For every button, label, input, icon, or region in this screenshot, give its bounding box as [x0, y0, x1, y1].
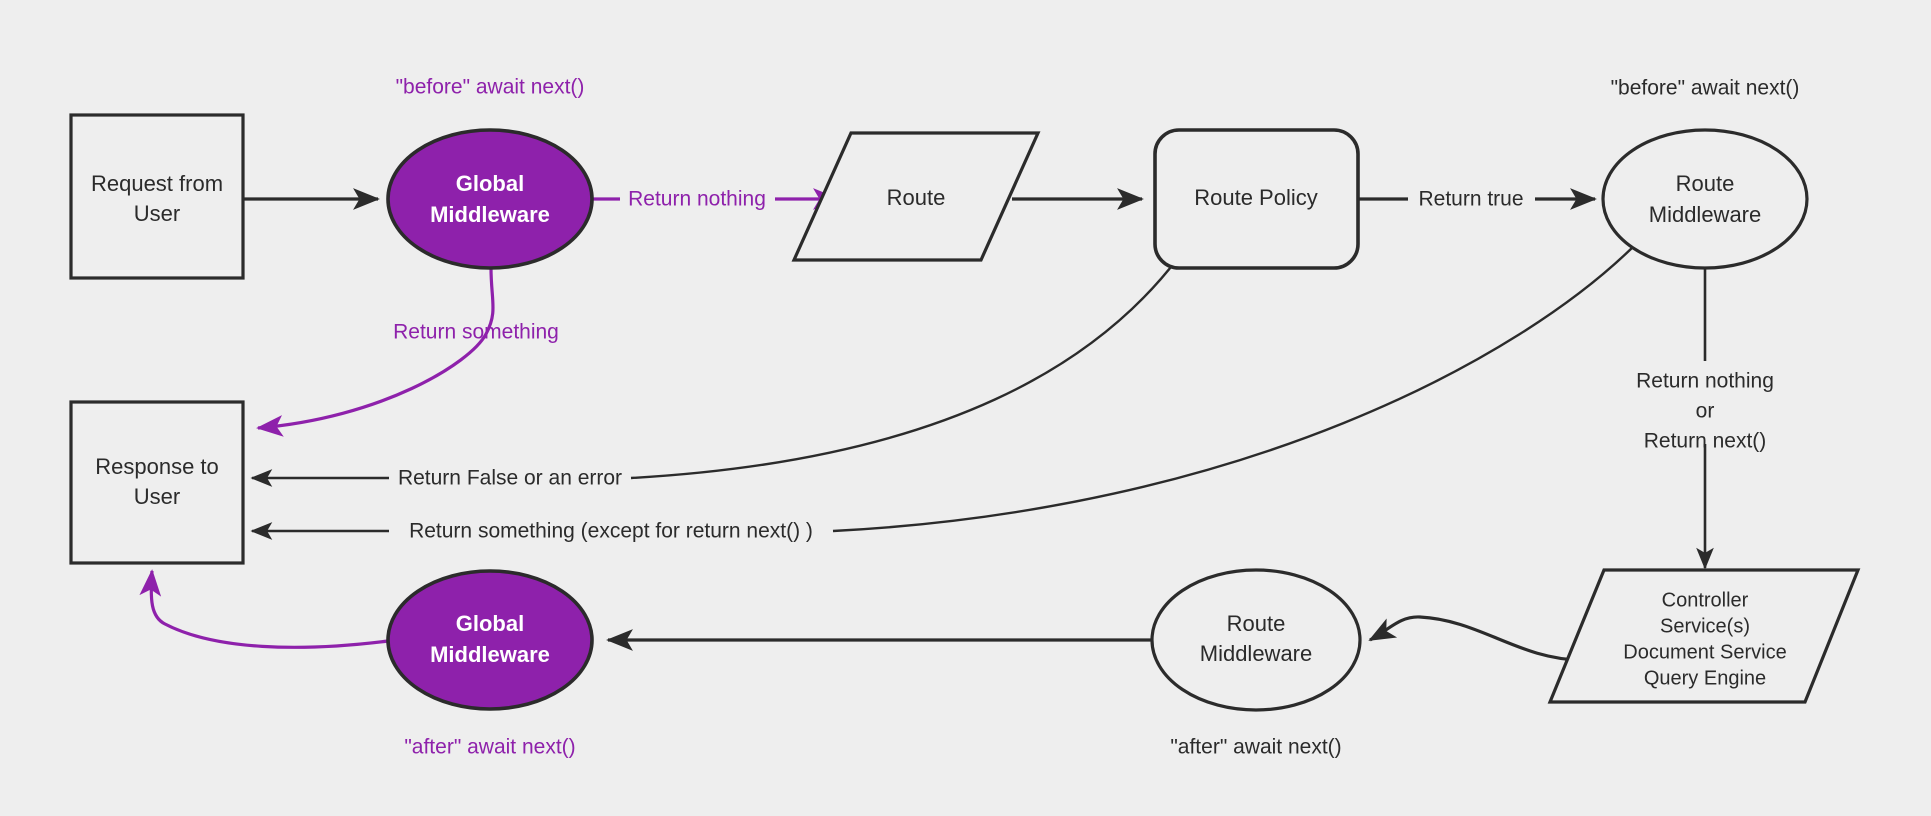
edge-controller-to-route-middleware-after — [1368, 615, 1583, 662]
node-label-line2: Middleware — [430, 202, 550, 227]
edge-label-return-something: Return something — [393, 321, 559, 344]
edge-path — [139, 569, 389, 649]
annotation-after-await-next-global: "after" await next() — [404, 736, 575, 759]
annotation-after-await-next-route: "after" await next() — [1170, 736, 1341, 759]
node-label-line1: Request from — [91, 171, 223, 196]
node-label-line2: Middleware — [1649, 202, 1762, 227]
node-label-line2: Middleware — [1200, 641, 1313, 666]
node-response-to-user[interactable]: Response to User — [69, 400, 245, 565]
node-label-line2: User — [134, 484, 180, 509]
node-label-line1: Route — [887, 185, 946, 210]
edge-path — [630, 257, 1179, 480]
node-shape-ellipse[interactable] — [386, 128, 594, 270]
node-global-middleware-after[interactable]: Global Middleware — [386, 569, 594, 711]
node-label-line1: Route — [1227, 611, 1286, 636]
node-route-policy[interactable]: Route Policy — [1153, 128, 1360, 270]
annotation-before-await-next-route: "before" await next() — [1611, 77, 1800, 100]
node-label-line3: Document Service — [1623, 641, 1786, 663]
node-label-line1: Global — [456, 171, 524, 196]
node-shape-rounded-rectangle[interactable] — [1153, 128, 1360, 270]
node-shape-ellipse[interactable] — [386, 569, 594, 711]
edge-label-return-false-or-error: Return False or an error — [398, 467, 622, 490]
node-label-line1: Route Policy — [1194, 185, 1318, 210]
edge-global-middleware-return-something: Return something — [256, 267, 559, 437]
node-label-line2: Middleware — [430, 642, 550, 667]
edge-route-middleware-return-nothing-or-next: Return nothing or Return next() — [1636, 268, 1774, 570]
edge-route-policy-return-false-or-error: Return False or an error — [250, 257, 1179, 490]
edge-route-policy-return-true: Return true — [1357, 188, 1597, 211]
node-label-line1: Route — [1676, 171, 1735, 196]
node-route-middleware-after[interactable]: Route Middleware — [1150, 568, 1362, 712]
node-shape-rectangle[interactable] — [69, 113, 245, 280]
node-route[interactable]: Route — [791, 131, 1931, 262]
node-label-line1: Controller — [1662, 589, 1749, 611]
edge-label-return-something-except-next: Return something (except for return next… — [409, 520, 813, 543]
node-shape-parallelogram[interactable] — [1547, 568, 1861, 704]
edge-label-return-true: Return true — [1418, 188, 1523, 211]
node-label-line4: Query Engine — [1644, 667, 1766, 689]
edge-route-middleware-return-something-except-next: Return something (except for return next… — [250, 242, 1638, 543]
node-label-line1: Global — [456, 611, 524, 636]
edge-label-or: or — [1696, 400, 1715, 423]
edge-path — [256, 267, 495, 437]
node-global-middleware-before[interactable]: Global Middleware — [386, 128, 594, 270]
edge-label-return-nothing: Return nothing — [1636, 370, 1774, 393]
edge-label-return-next: Return next() — [1644, 430, 1767, 453]
edge-path — [832, 242, 1638, 533]
node-label-line1: Response to — [95, 454, 219, 479]
node-controller-services[interactable]: Controller Service(s) Document Service Q… — [1547, 568, 1861, 704]
node-shape-rectangle[interactable] — [69, 400, 245, 565]
node-route-middleware-before[interactable]: Route Middleware — [1601, 128, 1809, 270]
node-label-line2: User — [134, 201, 180, 226]
node-request-from-user[interactable]: Request from User — [69, 113, 245, 280]
edge-label-return-nothing: Return nothing — [628, 188, 766, 211]
node-shape-ellipse[interactable] — [1150, 568, 1362, 712]
node-shape-ellipse[interactable] — [1601, 128, 1809, 270]
annotation-before-await-next-global: "before" await next() — [396, 76, 585, 99]
edge-global-middleware-return-nothing: Return nothing — [592, 188, 840, 211]
edge-global-middleware-after-to-response — [139, 569, 389, 649]
node-label-line2: Service(s) — [1660, 615, 1750, 637]
node-shape-parallelogram[interactable] — [791, 131, 1041, 262]
edge-path — [1368, 615, 1583, 662]
